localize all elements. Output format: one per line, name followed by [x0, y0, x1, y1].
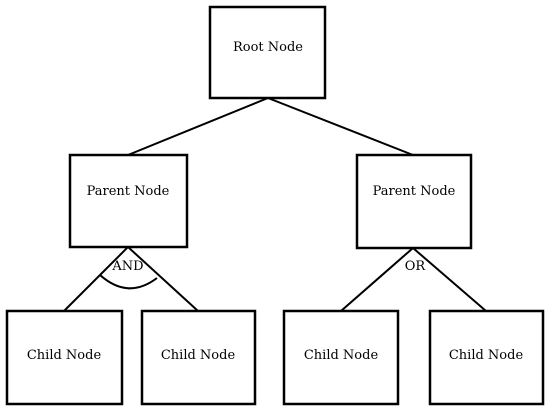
parent-node-right: Parent Node: [355, 153, 473, 250]
edge-parent-right-to-child-4: [412, 247, 487, 312]
child-node-3-label: Child Node: [304, 348, 379, 363]
edge-root-to-parent-left: [127, 97, 269, 156]
child-node-2-label: Child Node: [161, 348, 236, 363]
edge-parent-right-to-child-3: [340, 247, 414, 312]
parent-node-left-label: Parent Node: [87, 184, 170, 199]
and-gate-label: AND: [111, 259, 143, 274]
edge-root-to-parent-right: [267, 97, 414, 156]
root-node: Root Node: [208, 5, 327, 100]
edge-parent-left-to-child-2: [127, 246, 199, 312]
child-node-3: Child Node: [282, 309, 400, 406]
parent-node-left: Parent Node: [68, 153, 189, 249]
edge-parent-left-to-child-1: [63, 246, 129, 312]
child-node-2: Child Node: [140, 309, 257, 406]
child-node-1: Child Node: [5, 309, 124, 406]
child-node-1-label: Child Node: [27, 348, 102, 363]
child-node-4-label: Child Node: [449, 348, 524, 363]
child-node-4: Child Node: [428, 309, 545, 406]
root-node-label: Root Node: [233, 40, 303, 55]
or-gate-label: OR: [405, 259, 427, 274]
and-gate-arc: [99, 274, 158, 290]
parent-node-right-label: Parent Node: [373, 184, 456, 199]
